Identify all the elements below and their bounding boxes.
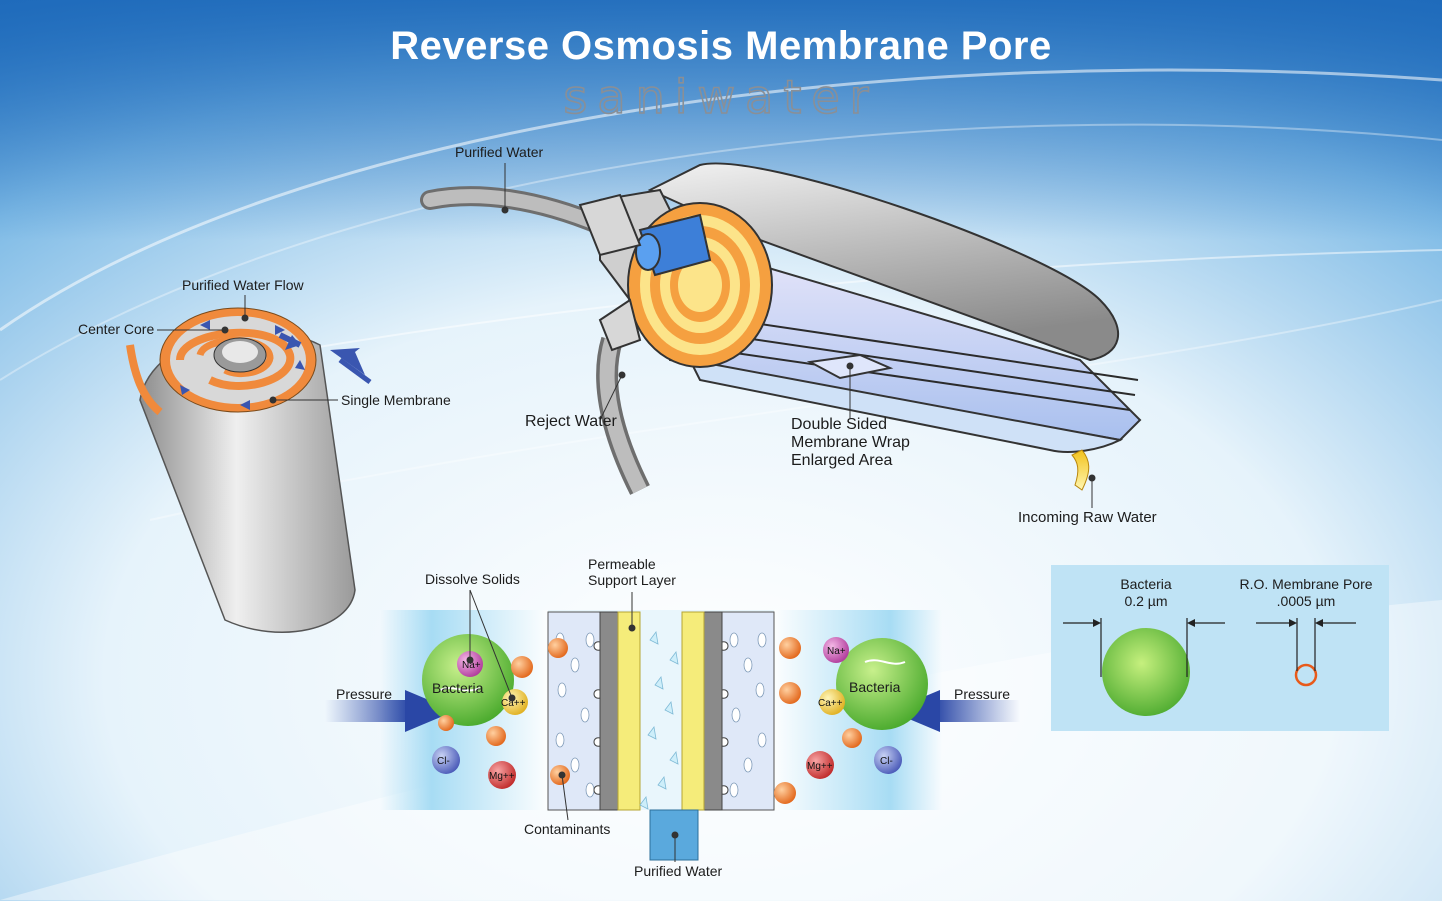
pore-dimension xyxy=(1256,618,1356,671)
bacteria-size: 0.2 µm xyxy=(1124,593,1168,609)
purified-water-hose xyxy=(420,186,610,235)
ion-na-right: Na+ xyxy=(827,646,846,657)
bacteria-sphere xyxy=(1102,628,1190,716)
pore-label: R.O. Membrane Pore xyxy=(1239,576,1373,592)
label-pressure-left: Pressure xyxy=(336,686,393,702)
membrane-cross-section xyxy=(547,611,775,861)
raw-water-stream xyxy=(1071,449,1090,491)
pore-size: .0005 µm xyxy=(1276,593,1336,609)
label-incoming-raw-water: Incoming Raw Water xyxy=(1018,509,1157,526)
size-comparison-panel: Bacteria 0.2 µm R.O. Membrane Pore .0005… xyxy=(1051,565,1389,731)
ion-na-left: Na+ xyxy=(462,660,481,671)
label-center-core: Center Core xyxy=(78,321,155,337)
particles-right: Na+ Ca++ Cl- Mg++ xyxy=(774,637,928,804)
label-purified-water-top: Purified Water xyxy=(455,144,544,160)
label-single-membrane: Single Membrane xyxy=(341,392,451,408)
leader-lines xyxy=(157,163,1096,508)
ion-cl-left: Cl- xyxy=(437,756,450,767)
bacteria-label: Bacteria xyxy=(1120,576,1172,592)
brand-logo: saniwater xyxy=(563,69,879,125)
membrane-housing xyxy=(578,162,1142,453)
label-double-sided-1: Double Sided xyxy=(791,416,888,433)
reject-water-hose xyxy=(596,336,650,495)
label-permeable-1: Permeable xyxy=(588,556,656,572)
ion-mg-right: Mg++ xyxy=(807,761,833,772)
label-bacteria-left: Bacteria xyxy=(432,680,484,696)
label-reject-water: Reject Water xyxy=(525,413,617,430)
ion-cl-right: Cl- xyxy=(880,756,893,767)
ion-mg-left: Mg++ xyxy=(489,771,515,782)
ion-ca-right: Ca++ xyxy=(818,698,843,709)
membrane-pore xyxy=(1294,663,1318,687)
label-purified-water-flow: Purified Water Flow xyxy=(182,277,304,293)
particles-left: Na+ Ca++ Cl- Mg++ xyxy=(422,634,570,789)
ion-ca-left: Ca++ xyxy=(501,698,526,709)
rolled-membrane xyxy=(126,307,372,633)
label-dissolve-solids: Dissolve Solids xyxy=(425,571,520,587)
label-pressure-right: Pressure xyxy=(954,686,1011,702)
page-title: Reverse Osmosis Membrane Pore xyxy=(390,24,1052,68)
label-double-sided-2: Membrane Wrap xyxy=(791,434,910,451)
label-contaminants: Contaminants xyxy=(524,821,611,837)
label-bacteria-right: Bacteria xyxy=(849,679,901,695)
pressure-arrow-left xyxy=(325,690,455,732)
leader-lines-bottom xyxy=(466,589,679,862)
label-purified-water-bottom: Purified Water xyxy=(634,863,723,879)
label-permeable-2: Support Layer xyxy=(588,572,676,588)
label-double-sided-3: Enlarged Area xyxy=(791,452,893,469)
